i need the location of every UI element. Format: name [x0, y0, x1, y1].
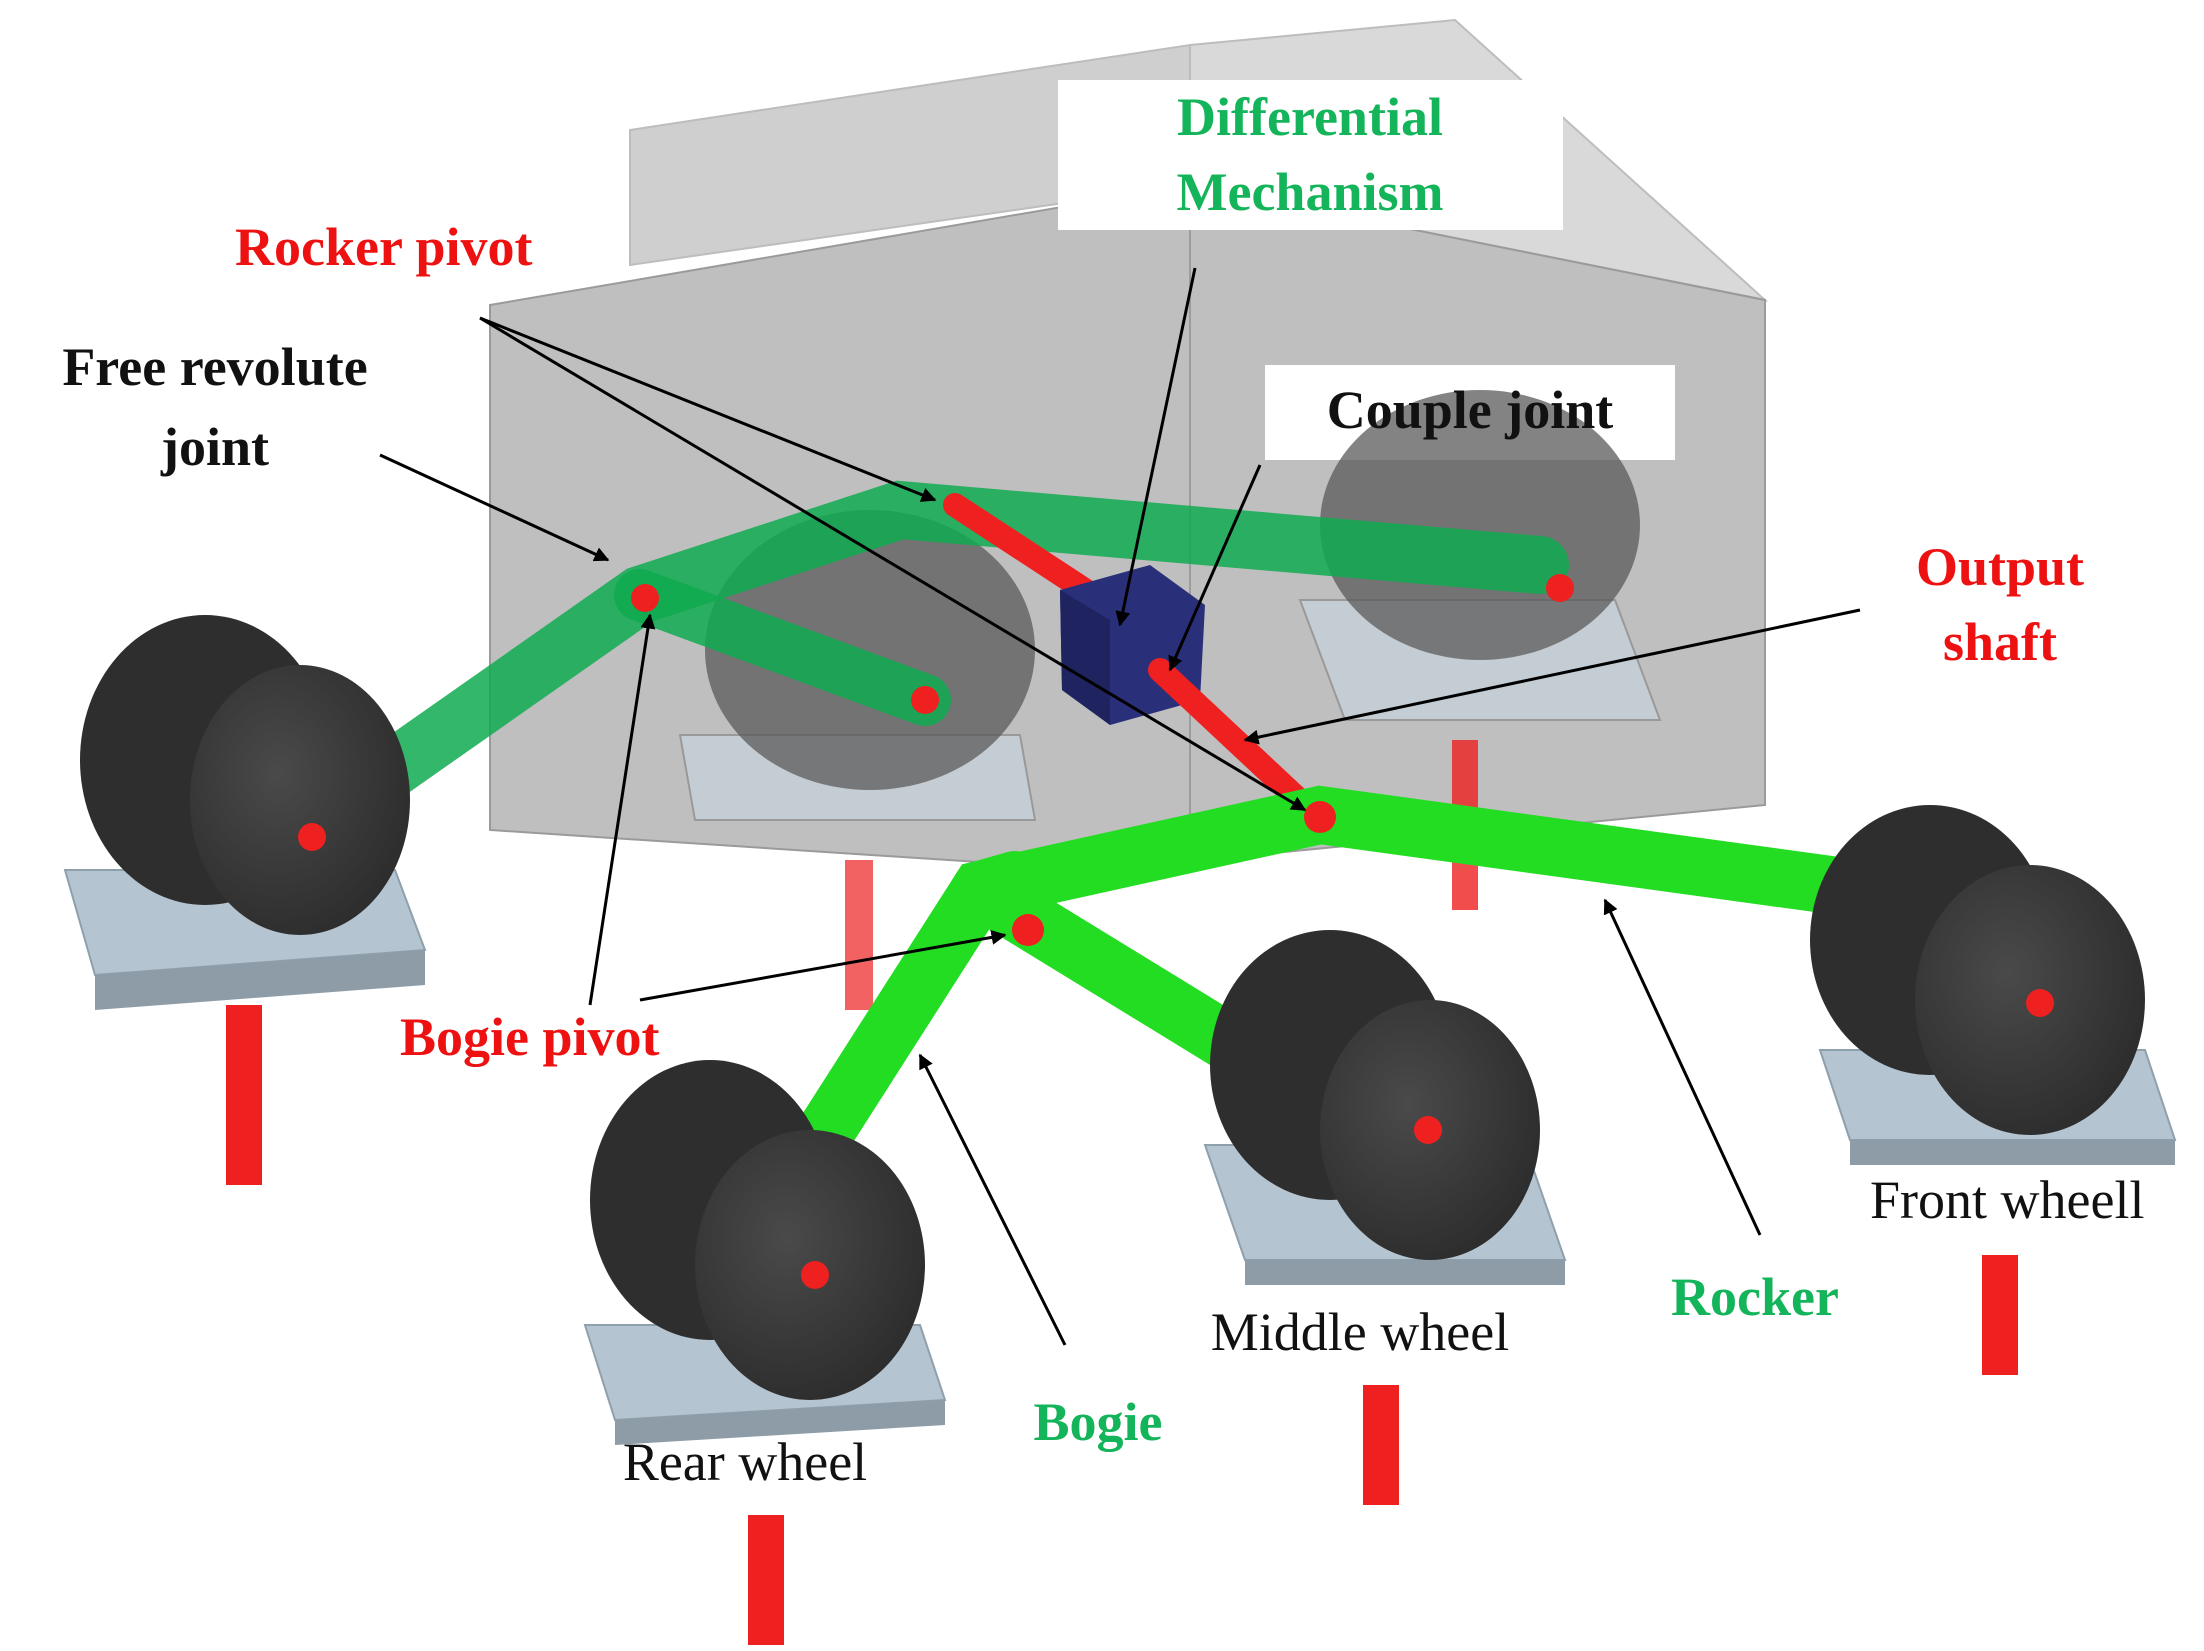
free-revolute-label-line2: joint: [160, 417, 269, 477]
far-bogie-pivot-dot: [631, 584, 659, 612]
differential-label-line2: Mechanism: [1177, 162, 1444, 222]
bogie-label: Bogie: [1034, 1392, 1163, 1452]
far-side-linkage: [276, 480, 1569, 859]
middle-wheel-group: [1203, 930, 1567, 1505]
middle-wheel-label: Middle wheel: [1211, 1302, 1509, 1362]
back-middle-wheel-group: [678, 510, 1037, 1010]
rocker-label: Rocker: [1671, 1267, 1839, 1327]
output-shaft-label-line2: shaft: [1943, 612, 2057, 672]
left-wheel-strut: [226, 1005, 262, 1185]
arrow-rocker-pivot-b: [479, 316, 1307, 812]
rocker-pivot-label: Rocker pivot: [235, 217, 532, 277]
rocker-shaft-upper: [943, 493, 1112, 612]
rear-wheel-group: [583, 1060, 947, 1645]
front-wheel-strut: [1982, 1255, 2018, 1375]
far-rocker-end-dot: [1546, 574, 1574, 602]
free-revolute-label-line1: Free revolute: [62, 337, 367, 397]
left-wheel-group: [63, 615, 427, 1185]
front-wheel-label: Front wheell: [1870, 1170, 2144, 1230]
output-shaft-label-line1: Output: [1916, 537, 2084, 597]
arrow-free-revolute: [379, 453, 610, 562]
rocker-pivot-dot: [1304, 801, 1336, 833]
bogie-pivot-dot: [1012, 914, 1044, 946]
arrow-rocker: [1603, 898, 1762, 1236]
arrow-rocker-pivot-a: [479, 316, 937, 502]
arrow-bogie-pivot-far: [588, 613, 656, 1006]
arrow-bogie: [918, 1053, 1067, 1346]
differential-label-panel: [1058, 80, 1563, 230]
rear-wheel-axle-dot: [801, 1261, 829, 1289]
arrow-couple-joint: [1168, 464, 1262, 672]
left-wheel-axle-dot: [298, 823, 326, 851]
middle-wheel-strut: [1363, 1385, 1399, 1505]
arrow-bogie-pivot-near: [639, 929, 1007, 1002]
couple-joint-label: Couple joint: [1327, 380, 1614, 440]
front-wheel-axle-dot: [2026, 989, 2054, 1017]
rear-wheel-strut: [748, 1515, 784, 1645]
annotation-arrows: [379, 267, 1861, 1346]
middle-wheel-axle-dot: [1414, 1116, 1442, 1144]
back-middle-strut: [845, 860, 873, 1010]
rear-wheel-label: Rear wheel: [623, 1432, 867, 1492]
arrow-differential: [1115, 267, 1197, 627]
output-shaft: [1148, 658, 1327, 827]
left-wheel: [190, 665, 410, 935]
arrow-output-shaft: [1243, 608, 1861, 745]
bogie-pivot-label: Bogie pivot: [400, 1007, 660, 1067]
differential-label-line1: Differential: [1177, 87, 1443, 147]
far-bogie-end-dot: [911, 686, 939, 714]
front-wheel-group: [1810, 805, 2177, 1375]
back-middle-wheel: [705, 510, 1035, 790]
